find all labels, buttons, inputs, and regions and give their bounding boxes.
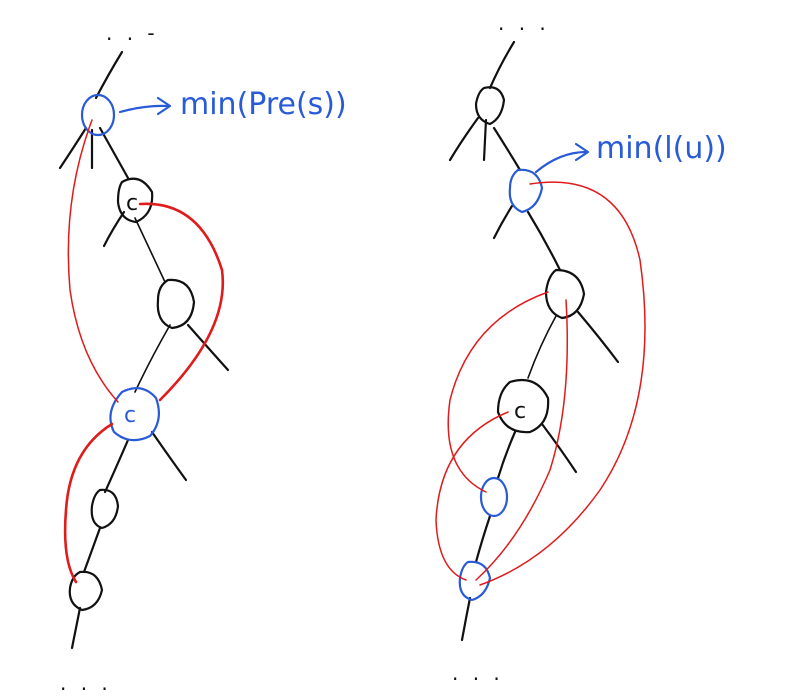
right-branch-c: [492, 204, 514, 240]
left-link-thick-upper: [138, 202, 225, 402]
left-spine-1: [98, 126, 130, 180]
left-node-pre-min: [80, 93, 116, 137]
left-spine-4: [103, 438, 130, 494]
right-branch-e: [540, 422, 578, 474]
right-annotation-label: min(l(u)): [596, 131, 727, 166]
left-top-ellipsis: . . -: [106, 21, 159, 45]
right-spine-2: [526, 210, 562, 272]
right-spine-5: [474, 514, 492, 564]
right-branch-b: [482, 118, 488, 162]
right-node-1: [474, 86, 506, 126]
left-spine-2: [134, 217, 166, 283]
right-link-mid-left: [447, 291, 549, 493]
right-bottom-ellipsis: . . .: [452, 661, 504, 685]
left-annotation-label: min(Pre(s)): [180, 87, 347, 122]
right-node-l-min: [508, 168, 544, 214]
right-link-mid-right: [475, 299, 569, 581]
left-node-6: [68, 570, 104, 612]
right-node-6-highlight: [458, 560, 492, 602]
left-annotation-arrow-shaft: [118, 104, 170, 114]
right-node-5-highlight: [479, 476, 509, 518]
right-node-c: [496, 378, 550, 434]
right-spine-bottom: [460, 596, 472, 642]
right-spine-top: [488, 40, 516, 90]
left-bottom-ellipsis: . . .: [60, 671, 112, 695]
left-node-3: [156, 278, 196, 330]
right-spine-3: [527, 315, 557, 379]
left-node-2: [116, 177, 154, 224]
right-spine-4: [496, 430, 517, 480]
right-spine-1: [492, 126, 522, 172]
right-link-outer: [479, 181, 646, 586]
left-link-thick-lower: [63, 422, 114, 584]
left-branch-a: [58, 126, 88, 170]
right-branch-d: [576, 310, 620, 364]
left-spine-top: [94, 50, 124, 100]
left-spine-bottom: [70, 606, 82, 650]
right-annotation-arrow-head: [574, 142, 590, 162]
left-node-c-label: c: [124, 403, 136, 428]
left-branch-d: [186, 323, 230, 372]
right-link-inner: [435, 411, 509, 581]
left-node-5: [90, 488, 120, 530]
left-branch-e: [150, 430, 188, 482]
left-tree: . . - c c min(Pre(s)) . . .: [58, 21, 347, 695]
right-node-c-label: c: [514, 399, 526, 424]
left-node-c-highlight: [109, 387, 161, 442]
right-top-ellipsis: . . .: [498, 11, 550, 35]
left-spine-5: [82, 526, 102, 574]
left-branch-c: [102, 210, 126, 248]
right-node-3: [544, 268, 586, 320]
left-annotation-arrow-head: [156, 96, 172, 116]
left-spine-3: [134, 324, 171, 393]
right-annotation-arrow-shaft: [534, 150, 588, 174]
right-branch-a: [448, 116, 480, 162]
left-node-2-label: c: [126, 191, 138, 216]
left-link-thin: [67, 119, 119, 403]
right-tree: . . . c min(l(u)) . . .: [435, 11, 727, 685]
